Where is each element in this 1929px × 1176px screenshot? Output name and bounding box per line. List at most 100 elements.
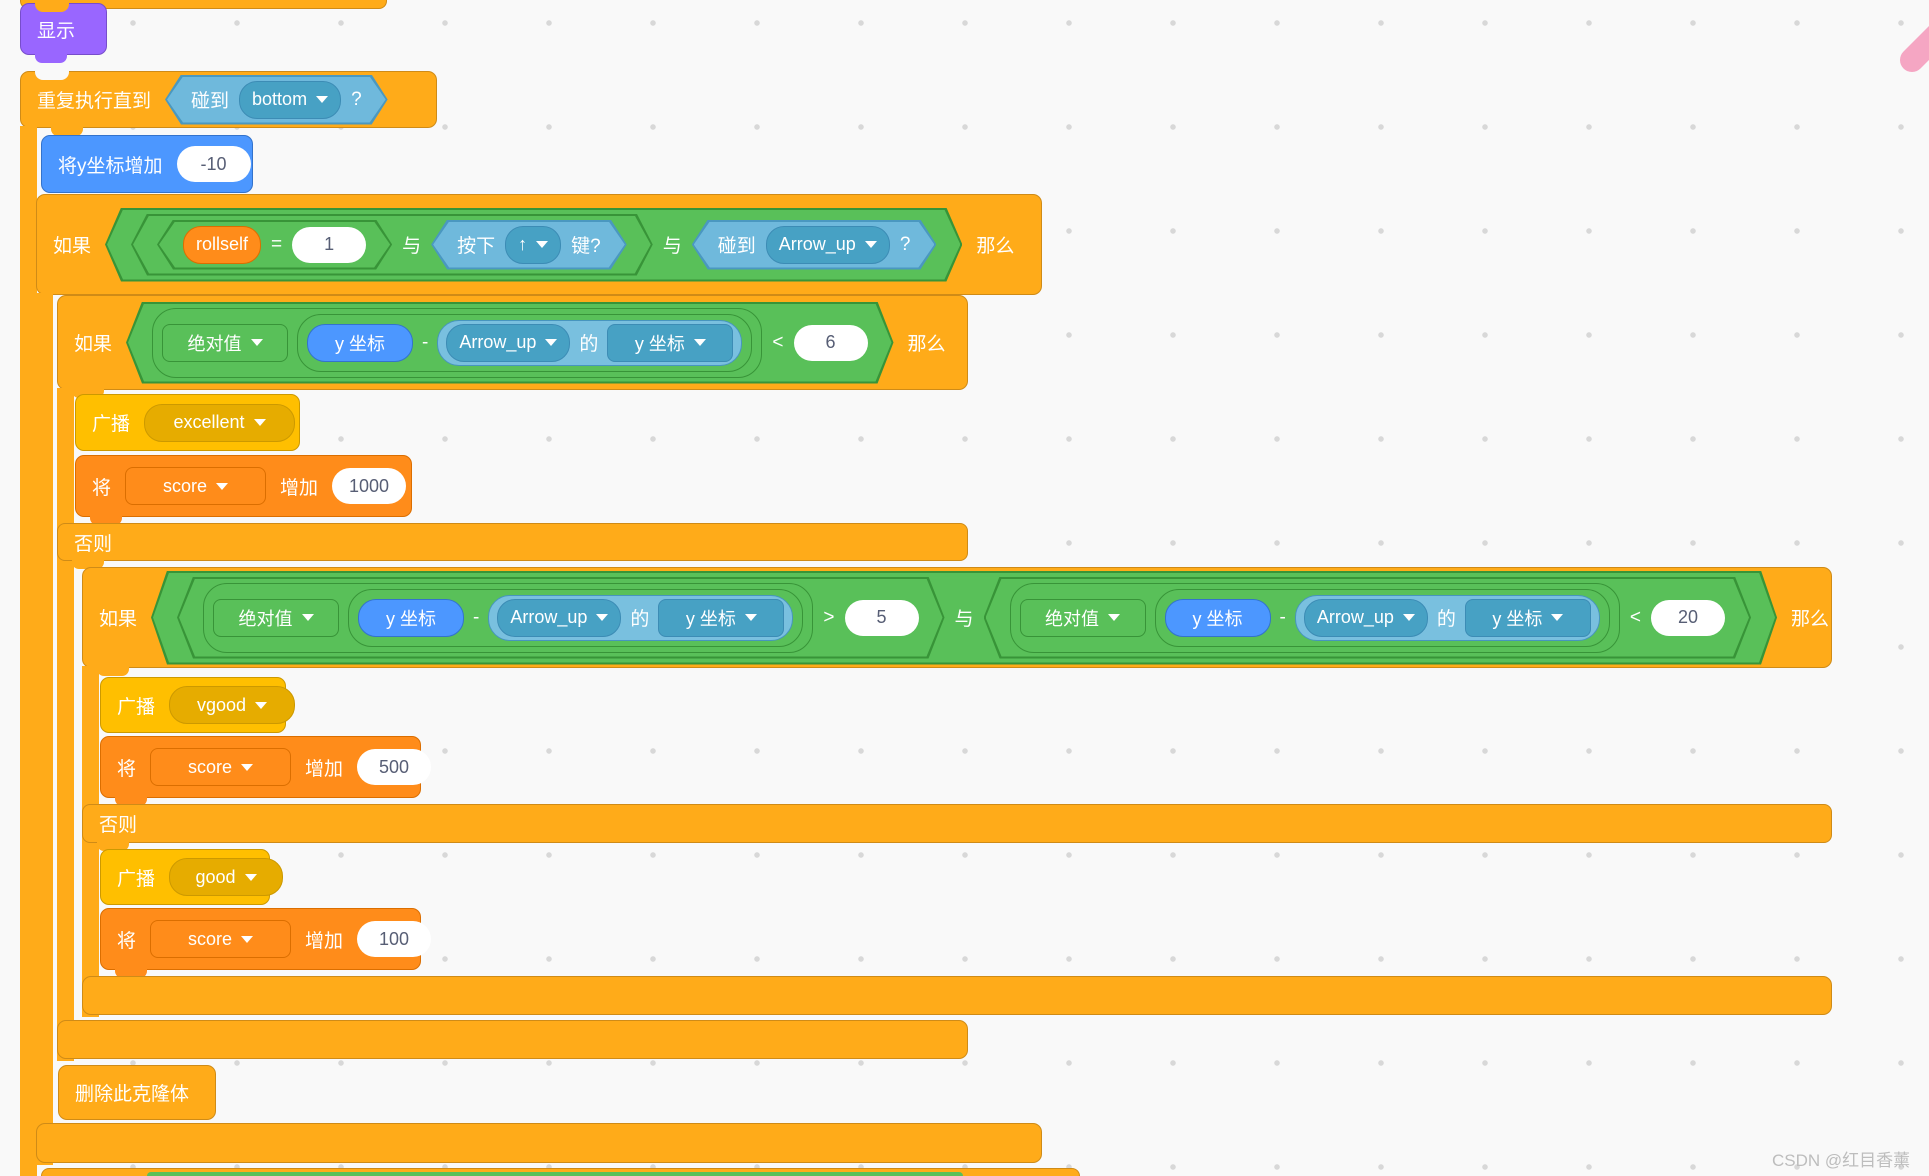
dropdown-abs[interactable]: 绝对值 <box>162 324 288 362</box>
dropdown-excellent[interactable]: excellent <box>144 403 296 442</box>
dropdown-key-up[interactable]: ↑ <box>505 226 561 264</box>
greater-than-input[interactable]: 5 <box>845 600 919 636</box>
less-than-condition[interactable]: 绝对值 y 坐标 - Arrow_up 的 y 坐标 < 6 <box>126 302 894 384</box>
dropdown-arrow-icon <box>253 419 266 426</box>
change-y-input[interactable]: -10 <box>176 146 251 182</box>
greater-than-condition[interactable]: 绝对值 y 坐标 - Arrow_up 的 y 坐标 > 5 <box>177 577 945 659</box>
broadcast-label: 广播 <box>117 696 156 718</box>
less-than-sign: < <box>772 331 784 353</box>
change-score-input[interactable]: 1000 <box>332 468 407 504</box>
if2-end-bar[interactable] <box>57 1020 968 1059</box>
dropdown-arrow-icon <box>244 873 257 881</box>
if3-end-bar[interactable] <box>82 976 1832 1015</box>
less-than-input[interactable]: 20 <box>1651 600 1725 636</box>
repeat-until-left-arm[interactable] <box>20 126 37 1176</box>
abs-of-block[interactable]: 绝对值 y 坐标 - Arrow_up 的 y 坐标 <box>152 308 762 378</box>
block-repeat-until[interactable]: 重复执行直到 碰到 bottom ? <box>20 71 437 136</box>
dropdown-score[interactable]: score <box>125 467 267 505</box>
key-pressed-condition[interactable]: 按下 ↑ 键? <box>431 220 627 270</box>
property-of-block[interactable]: Arrow_up 的 y 坐标 <box>1295 595 1600 641</box>
else-label: 否则 <box>74 533 113 555</box>
dropdown-of-property[interactable]: y 坐标 <box>607 324 733 362</box>
subtract-block[interactable]: y 坐标 - Arrow_up 的 y 坐标 <box>348 589 803 647</box>
y-position-reporter[interactable]: y 坐标 <box>358 599 464 637</box>
block-broadcast-excellent[interactable]: 广播 excellent <box>75 394 300 451</box>
question-mark: ? <box>899 233 911 255</box>
change-var-suffix: 增加 <box>305 758 344 780</box>
and-condition-outer[interactable]: rollself = 1 与 按下 ↑ 键? 与 碰到 Arrow_up ? <box>105 208 962 282</box>
subtract-block[interactable]: y 坐标 - Arrow_up 的 y 坐标 <box>1155 589 1610 647</box>
dropdown-of-target[interactable]: Arrow_up <box>497 599 621 637</box>
dropdown-good[interactable]: good <box>169 858 284 896</box>
dropdown-score[interactable]: score <box>150 920 292 958</box>
dropdown-abs[interactable]: 绝对值 <box>1020 599 1146 637</box>
dropdown-of-property[interactable]: y 坐标 <box>1465 599 1591 637</box>
block-broadcast-vgood[interactable]: 广播 vgood <box>100 677 296 733</box>
equals-condition[interactable]: rollself = 1 <box>157 220 392 270</box>
abs-of-block[interactable]: 绝对值 y 坐标 - Arrow_up 的 y 坐标 <box>203 583 813 653</box>
and-condition[interactable]: 绝对值 y 坐标 - Arrow_up 的 y 坐标 > 5 与 <box>151 571 1777 665</box>
block-broadcast-good[interactable]: 广播 good <box>100 849 284 905</box>
change-var-suffix: 增加 <box>305 930 344 952</box>
and-label: 与 <box>954 609 974 630</box>
block-change-y[interactable]: 将y坐标增加 -10 <box>41 135 253 193</box>
dropdown-of-property[interactable]: y 坐标 <box>658 599 784 637</box>
dropdown-abs[interactable]: 绝对值 <box>213 599 339 637</box>
equals-input[interactable]: 1 <box>292 227 366 263</box>
dropdown-of-target[interactable]: Arrow_up <box>1304 599 1428 637</box>
dropdown-vgood[interactable]: vgood <box>169 686 296 724</box>
dropdown-good-value: good <box>195 866 236 887</box>
change-score-input[interactable]: 500 <box>357 749 432 785</box>
dropdown-excellent-value: excellent <box>173 412 245 432</box>
dropdown-arrow-icon <box>694 339 706 346</box>
dropdown-bottom-value: bottom <box>252 89 308 109</box>
and-label: 与 <box>402 236 422 257</box>
dropdown-score[interactable]: score <box>150 748 292 786</box>
block-bump <box>115 797 147 806</box>
property-of-block[interactable]: Arrow_up 的 y 坐标 <box>437 320 742 366</box>
block-bump <box>90 516 122 525</box>
block-change-score-100[interactable]: 将 score 增加 100 <box>100 908 432 978</box>
dropdown-bottom[interactable]: bottom <box>239 81 341 119</box>
dropdown-arrow-icon <box>1108 614 1120 621</box>
if2-else-bar[interactable]: 否则 <box>57 523 968 569</box>
touching-arrowup-condition[interactable]: 碰到 Arrow_up ? <box>692 220 937 270</box>
y-position-reporter[interactable]: y 坐标 <box>307 324 413 362</box>
dropdown-arrowup[interactable]: Arrow_up <box>766 226 890 264</box>
touching-bottom-condition[interactable]: 碰到 bottom ? <box>165 75 388 125</box>
block-change-score-1000[interactable]: 将 score 增加 1000 <box>75 455 412 525</box>
dropdown-of-target-value: Arrow_up <box>1316 607 1394 627</box>
less-than-input[interactable]: 6 <box>794 325 868 361</box>
property-of-block[interactable]: Arrow_up 的 y 坐标 <box>488 595 793 641</box>
dropdown-arrow-icon <box>745 614 757 621</box>
then-label: 那么 <box>907 334 946 355</box>
block-show[interactable]: 显示 <box>20 3 107 63</box>
if1-end-bar[interactable] <box>36 1123 1042 1163</box>
block-if-2[interactable]: 如果 绝对值 y 坐标 - Arrow_up 的 y 坐标 < 6 那么 <box>57 295 968 398</box>
of-label: 的 <box>579 334 599 355</box>
block-if-3[interactable]: 如果 绝对值 y 坐标 - Arrow_up 的 y 坐标 > <box>82 567 1832 676</box>
y-position-reporter[interactable]: y 坐标 <box>1165 599 1271 637</box>
dropdown-of-target[interactable]: Arrow_up <box>446 324 570 362</box>
abs-of-block[interactable]: 绝对值 y 坐标 - Arrow_up 的 y 坐标 <box>1010 583 1620 653</box>
block-bump <box>97 667 129 676</box>
block-delete-clone[interactable]: 删除此克隆体 <box>58 1065 216 1120</box>
dropdown-arrow-icon <box>241 763 254 771</box>
watermark: CSDN @红目香薰 <box>1772 1151 1911 1170</box>
variable-rollself[interactable]: rollself <box>183 226 261 264</box>
if3-else-bar[interactable]: 否则 <box>82 804 1832 851</box>
and-label: 与 <box>662 236 682 257</box>
subtract-block[interactable]: y 坐标 - Arrow_up 的 y 坐标 <box>297 314 752 372</box>
dropdown-arrow-icon <box>865 241 877 248</box>
change-score-input[interactable]: 100 <box>357 921 432 957</box>
dropdown-of-property-value: y 坐标 <box>685 608 736 629</box>
less-than-condition[interactable]: 绝对值 y 坐标 - Arrow_up 的 y 坐标 < 20 <box>984 577 1752 659</box>
block-if-1[interactable]: 如果 rollself = 1 与 按下 ↑ 键? 与 碰到 Arrow_up <box>36 194 1042 295</box>
if-label: 如果 <box>53 236 92 257</box>
key-pressed-suffix: 键? <box>571 236 601 257</box>
if2-left-arm[interactable] <box>57 388 74 1061</box>
block-change-score-500[interactable]: 将 score 增加 500 <box>100 736 432 806</box>
if1-left-arm[interactable] <box>36 293 53 1165</box>
and-condition-inner[interactable]: rollself = 1 与 按下 ↑ 键? <box>131 214 653 276</box>
